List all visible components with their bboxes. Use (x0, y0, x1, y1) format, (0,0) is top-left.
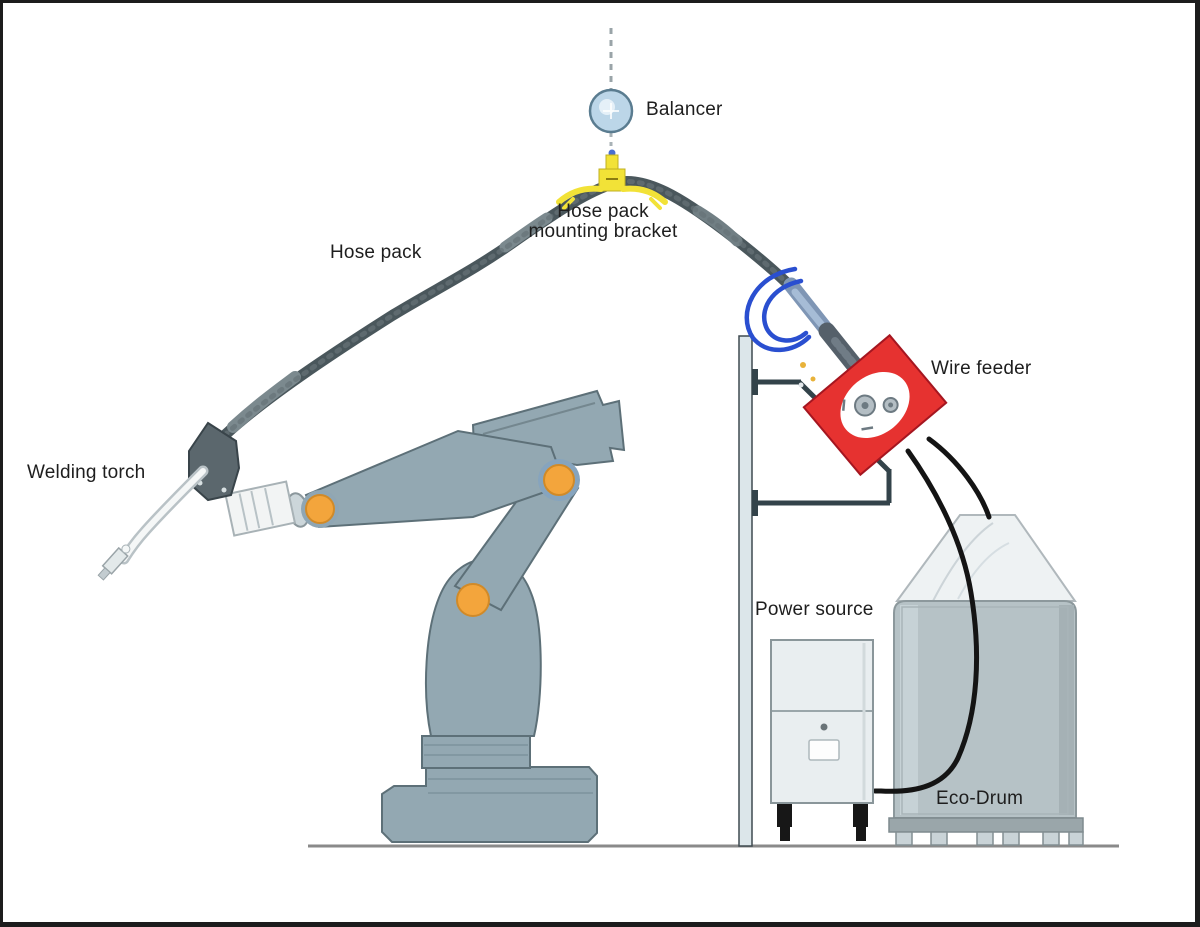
shoulder-joint (456, 583, 490, 617)
welding-robot (304, 389, 626, 843)
welding-torch-label: Welding torch (27, 462, 146, 483)
balancer-label: Balancer (646, 99, 723, 120)
hose-feeder-connector (783, 277, 868, 380)
hose-pack-label: Hose pack (330, 242, 422, 263)
blue-cable (744, 266, 812, 353)
front-panel (808, 739, 840, 761)
power-source-feet (777, 801, 868, 841)
torch-tip (97, 544, 131, 581)
connector-pins (798, 362, 816, 388)
robot-waist (421, 735, 531, 769)
torch-bracket (188, 421, 241, 502)
hose-pack (219, 176, 797, 441)
mounting-post (738, 335, 753, 847)
feeder-cables (872, 436, 992, 794)
drum-feet (895, 831, 1084, 846)
mounting-bracket-label: Hose pack mounting bracket (528, 201, 678, 242)
torch-clamp (224, 480, 297, 537)
power-indicator (820, 723, 828, 731)
wire-feeder (802, 333, 948, 477)
power-source-cabinet (770, 639, 874, 841)
robot-joints (286, 459, 580, 617)
elbow-joint (543, 464, 575, 496)
wrist-joint (305, 494, 335, 524)
drum-base (888, 817, 1084, 833)
balancer (588, 28, 634, 169)
hose-mounting-bracket (556, 149, 668, 210)
welding-torch (97, 421, 297, 581)
cable-to-power-source (872, 448, 980, 794)
drum-body (893, 600, 1077, 819)
robot-base (381, 766, 598, 843)
eco-drum-label: Eco-Drum (936, 788, 1024, 809)
welding-system-illustration (97, 28, 1119, 848)
wire-feeder-label: Wire feeder (931, 358, 1032, 379)
cable-to-drum (926, 436, 992, 520)
power-source-label: Power source (755, 599, 874, 620)
